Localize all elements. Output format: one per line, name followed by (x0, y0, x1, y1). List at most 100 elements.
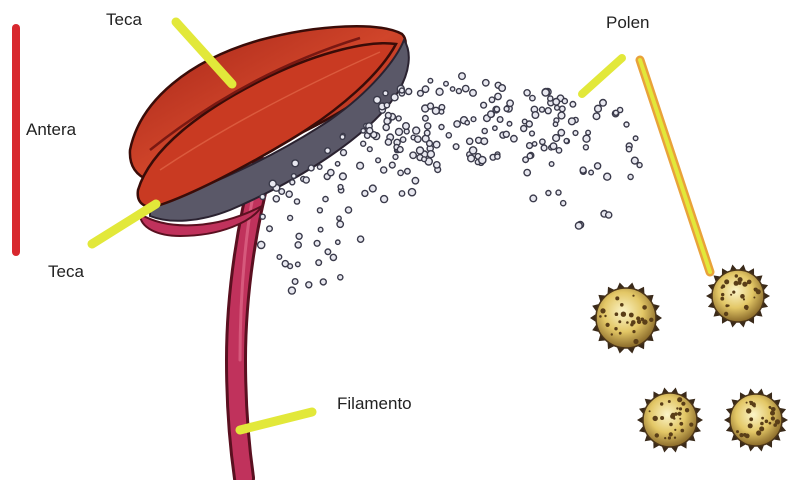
pollen-dot (524, 169, 530, 175)
label-teca-top: Teca (106, 10, 142, 30)
pollen-dot (558, 112, 565, 119)
pollen-dot (453, 144, 459, 150)
pollen-dot (413, 127, 420, 134)
pollen-dot (397, 147, 403, 153)
pollen-dot (439, 125, 444, 130)
pollen-dot (553, 122, 557, 126)
pollen-dot (316, 260, 322, 266)
pollen-dot (546, 191, 551, 196)
pollen-dot (580, 167, 586, 173)
pollen-dot (495, 93, 501, 99)
pollen-dot (637, 163, 642, 168)
pollen-dot (548, 96, 553, 101)
pollen-dot (341, 150, 347, 156)
pollen-dot (383, 124, 389, 130)
pollen-dot (633, 136, 638, 141)
pollen-dot (361, 141, 366, 146)
pollen-dot (564, 139, 569, 144)
pollen-dot (314, 240, 320, 246)
pollen-dot (396, 116, 401, 121)
pollen-dot (427, 151, 434, 158)
pollen-dot (550, 143, 557, 150)
pollen-dot (624, 122, 629, 127)
pollen-dot (385, 139, 391, 145)
pollen-dot (358, 236, 364, 242)
pollen-dot (553, 99, 560, 106)
pollen-dot (393, 154, 398, 159)
pollen-dot (374, 96, 381, 103)
pollen-dot (459, 73, 466, 80)
pollen-dot (545, 108, 551, 114)
pollen-dot (569, 118, 576, 125)
label-polen: Polen (606, 13, 649, 33)
pollen-dot (325, 249, 331, 255)
pollen-dot (446, 133, 451, 138)
pollen-dot (482, 128, 487, 133)
pollen-dot (541, 145, 547, 151)
pollen-dot (422, 157, 427, 162)
pollen-dot (465, 121, 469, 125)
pollen-dot (494, 107, 499, 112)
pollen-dot (560, 106, 566, 112)
pollen-dot (423, 116, 429, 122)
pollen-dot (570, 102, 576, 108)
pollen-dot (467, 138, 473, 144)
filamento-pointer (240, 412, 312, 430)
pollen-dot (376, 158, 381, 163)
pollen-dot (384, 103, 389, 108)
pollen-dot (527, 143, 533, 149)
pollen-dot (511, 136, 517, 142)
pollen-dot (424, 130, 430, 136)
pollen-dot (258, 241, 265, 248)
pollen-dot (444, 81, 449, 86)
pollen-dot (320, 279, 326, 285)
pollen-dot (555, 105, 560, 110)
pollen-dot (628, 174, 633, 179)
pollen-dot (595, 105, 602, 112)
label-antera: Antera (26, 120, 76, 140)
pollen-dot (470, 147, 477, 154)
pollen-dot (479, 157, 486, 164)
pollen-dot (595, 163, 601, 169)
pollen-dot (454, 121, 460, 127)
pollen-dot (296, 233, 302, 239)
pollen-dot (267, 226, 273, 232)
pollen-dot (527, 153, 532, 158)
pollen-dot (367, 128, 373, 134)
label-filamento: Filamento (337, 394, 412, 414)
pollen-dot (556, 190, 561, 195)
pollen-dot (503, 131, 509, 137)
pollen-dot (504, 106, 509, 111)
pollen-dot (556, 148, 561, 153)
pollen-dot (428, 78, 433, 83)
pollen-dot (335, 162, 339, 166)
pollen-dot (499, 85, 506, 92)
pollen-dot (288, 215, 293, 220)
pollen-dot (433, 141, 440, 148)
pollen-dot (427, 141, 433, 147)
pollen-dot (422, 86, 428, 92)
pollen-dot (507, 100, 513, 106)
pollen-dot (530, 131, 535, 136)
pollen-dot (561, 201, 566, 206)
pollen-dot (428, 103, 434, 109)
pollen-dot (521, 126, 527, 132)
pollen-dot (406, 89, 412, 95)
pollen-dot (381, 196, 388, 203)
pollen-dot (296, 262, 301, 267)
pollen-dot (493, 126, 497, 130)
pollen-dot (399, 88, 404, 93)
pollen-dot (337, 221, 343, 227)
pollen-dot (470, 90, 477, 97)
pollen-dot (549, 162, 554, 167)
pollen-dot (432, 107, 439, 114)
pollen-dot (345, 207, 351, 213)
pollen-dot (456, 89, 461, 94)
pollen-dot (405, 169, 411, 175)
label-teca-bottom: Teca (48, 262, 84, 282)
pollen-dot (399, 191, 404, 196)
pollen-dot (391, 94, 398, 101)
pollen-dot (626, 147, 631, 152)
pollen-dot (583, 135, 590, 142)
pollen-dot (260, 214, 265, 219)
